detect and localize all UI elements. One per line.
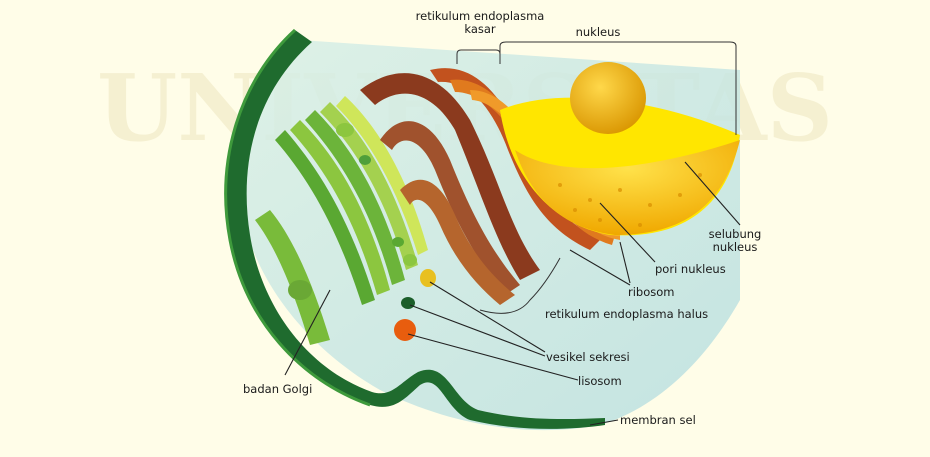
label-smooth-er: retikulum endoplasma halus — [545, 307, 708, 321]
label-nucleus: nukleus — [576, 25, 621, 39]
label-rough-er-line1: retikulum endoplasma — [416, 9, 545, 23]
label-rough-er-line2: kasar — [464, 22, 496, 36]
label-pores: pori nukleus — [655, 262, 726, 276]
label-envelope-line1: selubung — [709, 227, 762, 241]
label-golgi: badan Golgi — [243, 382, 312, 396]
nucleolus — [570, 62, 646, 134]
label-envelope-line2: nukleus — [713, 240, 758, 254]
label-membrane: membran sel — [620, 413, 696, 427]
label-ribosome: ribosom — [628, 285, 675, 299]
label-lysosome: lisosom — [578, 374, 622, 388]
lysosome — [394, 319, 416, 341]
label-vesicle: vesikel sekresi — [546, 350, 630, 364]
